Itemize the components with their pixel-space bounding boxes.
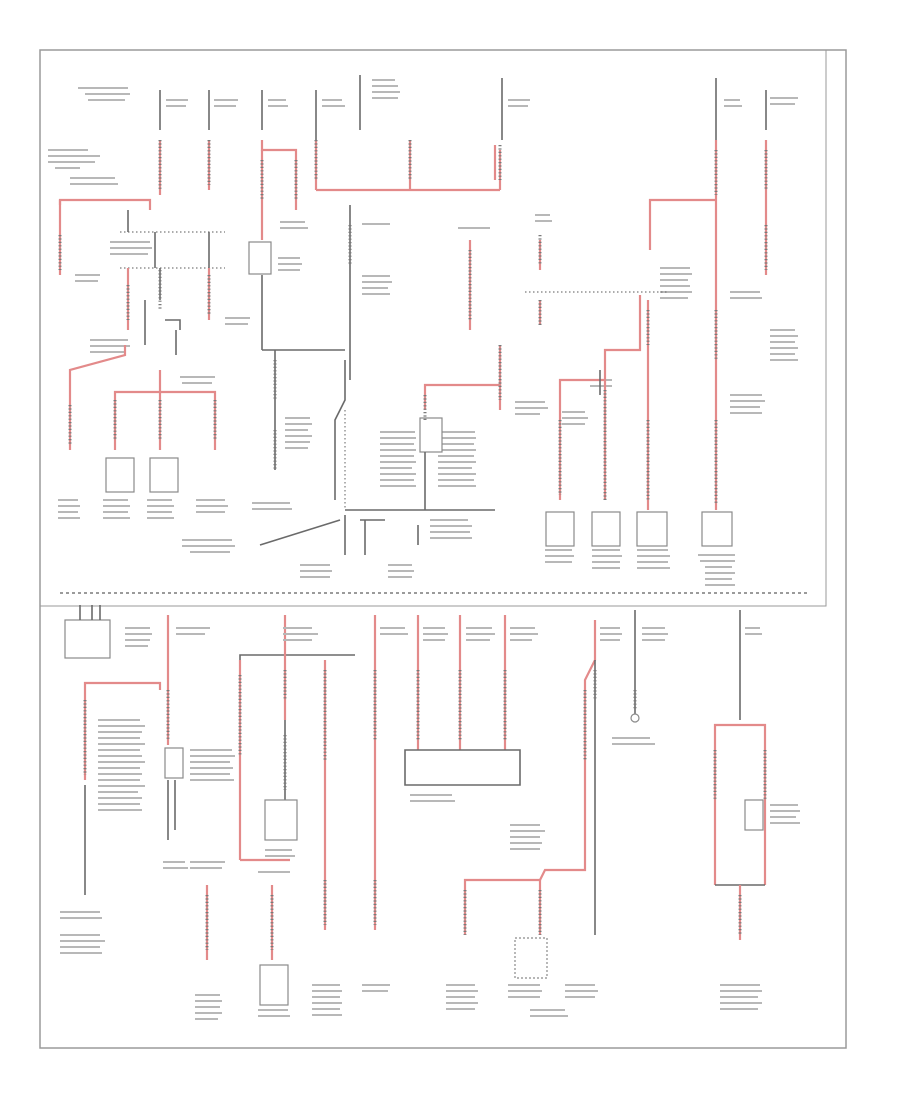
component-box-right-2 <box>591 511 621 547</box>
component-box-lower-left <box>64 619 111 659</box>
lower-section-wiring <box>64 605 767 1006</box>
component-box-lower-5 <box>744 799 764 831</box>
component-box-left-1 <box>105 457 135 493</box>
lower-label-glyph-blocks <box>60 627 800 1020</box>
component-box-lower-relay <box>164 747 184 779</box>
component-box-left-2 <box>149 457 179 493</box>
connector-marks <box>58 140 768 950</box>
label-glyph-blocks <box>48 79 798 586</box>
diagram-outer-frame <box>39 49 847 1049</box>
component-box-right-4 <box>701 511 733 547</box>
component-box-lower-2 <box>264 799 298 841</box>
component-box-center <box>419 417 443 453</box>
component-box-left-3 <box>248 241 272 275</box>
component-box-right-3 <box>636 511 668 547</box>
component-box-right-1 <box>545 511 575 547</box>
center-left-wiring <box>260 140 502 500</box>
component-box-lower-4 <box>514 937 548 979</box>
component-box-lower-3 <box>259 964 289 1006</box>
diagram-upper-section-frame <box>39 49 827 607</box>
left-relay-cluster <box>58 140 225 450</box>
top-feed-labels <box>159 75 767 140</box>
